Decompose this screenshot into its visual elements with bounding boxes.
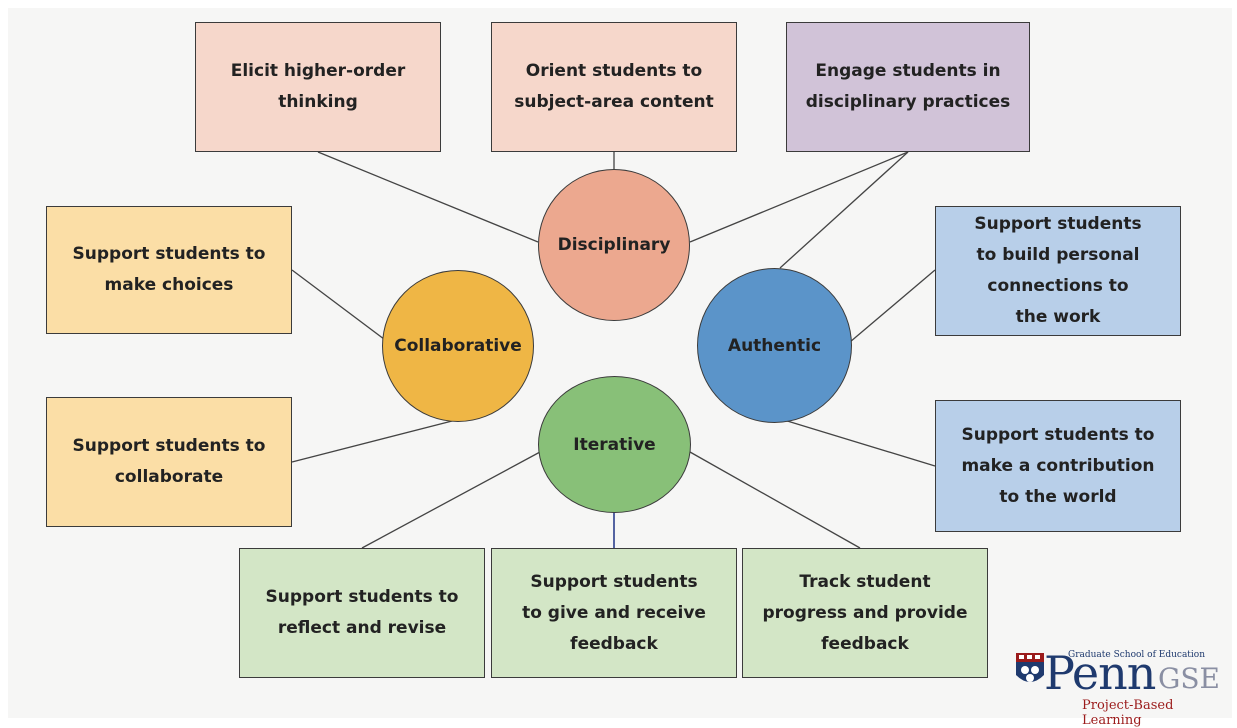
- hub-disciplinary: Disciplinary: [538, 169, 690, 321]
- penn-shield-icon: [1016, 653, 1044, 682]
- box-engage-disciplinary-practices: Engage students in disciplinary practice…: [786, 22, 1030, 152]
- connector-collaborate: [291, 419, 457, 463]
- box-elicit-higher-order-thinking: Elicit higher-order thinking: [195, 22, 441, 152]
- connector-personal: [849, 269, 936, 343]
- box-make-choices: Support students to make choices: [46, 206, 292, 334]
- hub-collaborative: Collaborative: [382, 270, 534, 422]
- connector-contribution: [783, 419, 936, 467]
- connector-reflect: [361, 451, 541, 549]
- box-personal-connections: Support students to build personal conne…: [935, 206, 1181, 336]
- logo-penn: Penn: [1044, 646, 1156, 700]
- connector-choices: [291, 269, 393, 346]
- box-reflect-and-revise: Support students to reflect and revise: [239, 548, 485, 678]
- connector-higher-order: [317, 151, 539, 243]
- box-give-receive-feedback: Support students to give and receive fee…: [491, 548, 737, 678]
- box-track-progress: Track student progress and provide feedb…: [742, 548, 988, 678]
- box-collaborate: Support students to collaborate: [46, 397, 292, 527]
- box-contribution-to-world: Support students to make a contribution …: [935, 400, 1181, 532]
- connector-engage-authentic: [779, 151, 909, 269]
- connector-engage-disciplinary: [689, 151, 909, 243]
- logo-gse: GSE: [1158, 662, 1220, 695]
- hub-authentic: Authentic: [697, 268, 852, 423]
- logo-subtitle: Graduate School of Education: [1068, 650, 1206, 660]
- hub-iterative: Iterative: [538, 376, 691, 513]
- connector-track: [689, 451, 861, 549]
- box-orient-subject-content: Orient students to subject-area content: [491, 22, 737, 152]
